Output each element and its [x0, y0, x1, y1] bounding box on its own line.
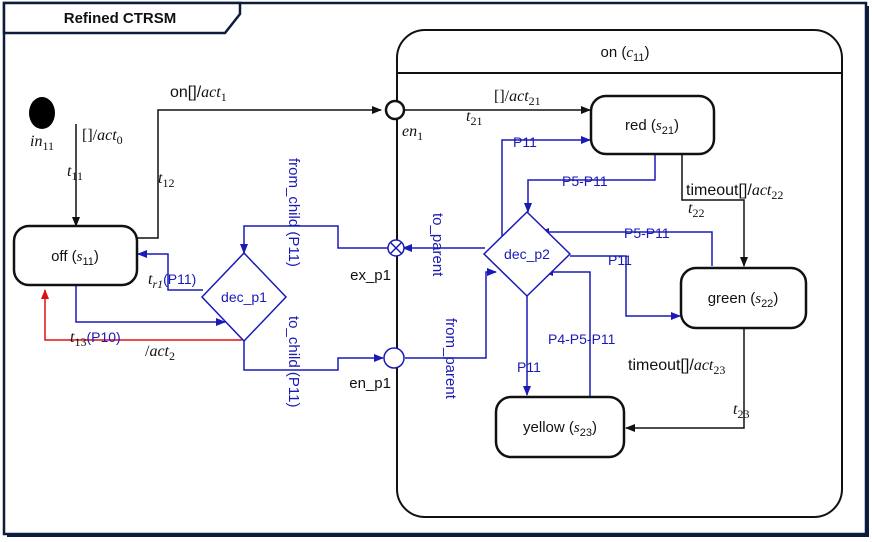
dec-p2-label: dec_p2: [504, 246, 550, 262]
entry-point-en1[interactable]: [384, 99, 406, 121]
t21-label: t21: [466, 108, 482, 128]
edge-red-to-dec-p2: [524, 154, 656, 213]
decision-dec-p2[interactable]: dec_p2: [482, 210, 572, 298]
decision-dec-p1[interactable]: dec_p1: [200, 251, 288, 343]
t22-trigger-label: timeout[]/act22: [686, 182, 783, 202]
state-off-label: off (s11): [51, 248, 99, 268]
edge-from-child: [240, 225, 392, 254]
exit-point-ex-p1[interactable]: [387, 239, 405, 257]
outer-frame-shadow: [866, 6, 869, 537]
edge-tr1: [137, 250, 203, 291]
en-p1-label: en_p1: [349, 375, 391, 392]
p11-top-label: P11: [513, 134, 537, 150]
t23-trigger-label: timeout[]/act23: [628, 357, 725, 377]
frame-title: Refined CTRSM: [64, 10, 177, 27]
t12-label: t12: [158, 170, 174, 190]
outer-frame-shadow-bottom: [7, 534, 869, 537]
ex-p1-label: ex_p1: [350, 267, 391, 284]
composite-state-on[interactable]: [396, 29, 843, 518]
t21-guard-label: []/act21: [494, 88, 541, 108]
from-parent-label: from_parent: [442, 318, 459, 400]
p5p11-right-label: P5-P11: [624, 225, 670, 241]
state-red[interactable]: red (s21): [589, 94, 716, 156]
initial-pseudostate: [29, 97, 55, 129]
edge-to-child: [243, 340, 384, 371]
p4p5p11-label: P4-P5-P11: [548, 331, 616, 347]
t13-label: t13(P10): [70, 329, 121, 349]
title-tab: [2, 1, 242, 35]
edge-off-to-dec-p1: [75, 286, 226, 326]
edge-t13: [41, 289, 242, 341]
t11-label: t11: [67, 163, 83, 183]
composite-label: on (c11): [601, 44, 650, 64]
p5p11-top-label: P5-P11: [562, 173, 608, 189]
t23-label: t23: [733, 401, 749, 421]
t11-guard-label: []/act0: [82, 127, 123, 147]
to-child-label: to_child (P11): [285, 316, 302, 407]
state-red-label: red (s21): [625, 117, 679, 137]
dec-p1-label: dec_p1: [221, 289, 267, 305]
state-yellow-label: yellow (s23): [523, 419, 597, 439]
initial-label: in11: [30, 133, 54, 153]
edge-dec-p2-to-green: [570, 255, 681, 320]
edge-t12: [137, 106, 382, 239]
edge-green-to-dec-p2: [539, 228, 713, 266]
from-child-label: from_child (P11): [285, 158, 302, 267]
edge-t22: [681, 154, 748, 267]
entry-point-en-p1[interactable]: [383, 347, 405, 369]
edge-yellow-to-dec-p2: [543, 268, 591, 398]
t22-label: t22: [688, 200, 704, 220]
edge-from-parent: [405, 268, 497, 359]
state-green[interactable]: green (s22): [679, 266, 808, 330]
state-off[interactable]: off (s11): [12, 224, 139, 287]
entry-point-en1-label: en1: [402, 123, 423, 143]
edge-t23: [625, 328, 745, 432]
p11-right-label: P11: [608, 252, 632, 268]
state-green-label: green (s22): [708, 290, 779, 310]
tr1-label: tr1(P11): [148, 271, 196, 291]
t12-trigger-label: on[]/act1: [170, 84, 227, 104]
edge-dec-p2-to-red: [501, 136, 591, 236]
p11-down-label: P11: [517, 359, 541, 375]
state-yellow[interactable]: yellow (s23): [494, 395, 626, 459]
to-parent-label: to_parent: [429, 213, 446, 277]
t13-action-label: /act2: [145, 343, 175, 363]
